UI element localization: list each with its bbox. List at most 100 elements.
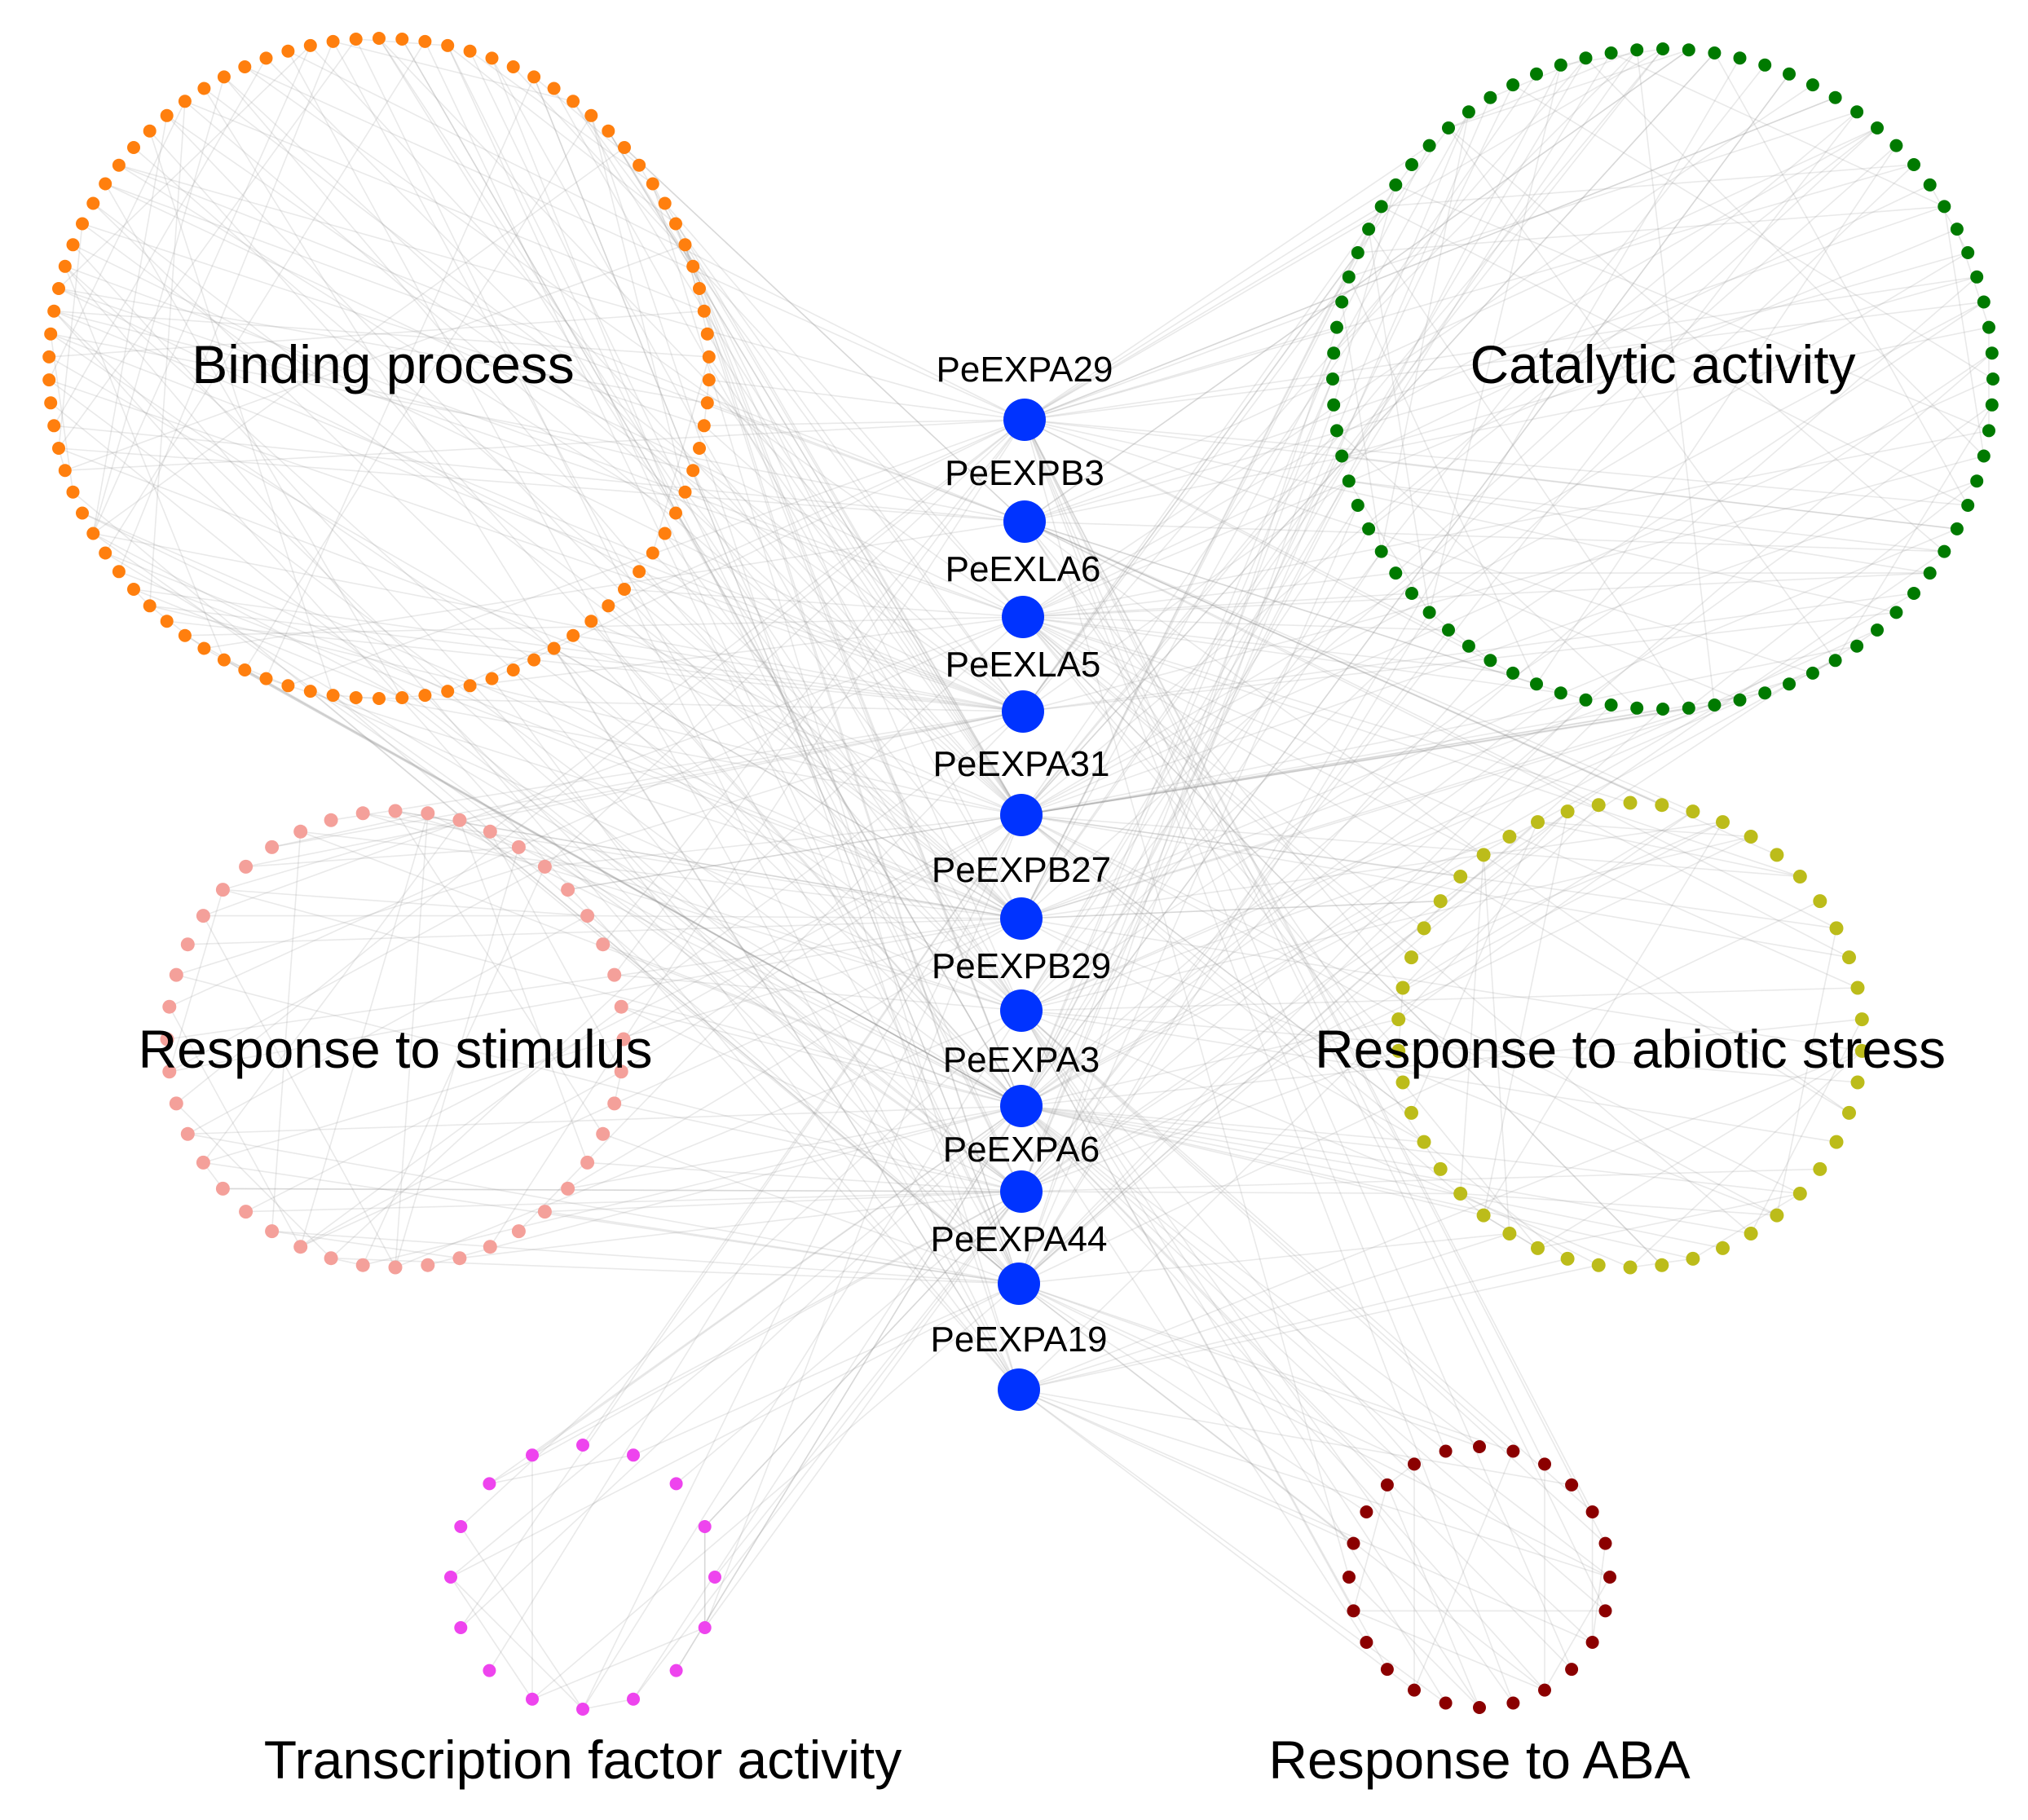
term-node: [567, 628, 580, 642]
network-edge: [1021, 704, 1611, 919]
network-edge: [169, 1006, 302, 1248]
term-node: [1433, 1161, 1448, 1176]
network-edge: [203, 88, 1020, 1390]
network-edge: [1018, 1258, 1568, 1390]
network-edge: [590, 620, 1022, 1107]
network-edge: [1021, 1191, 1461, 1195]
term-node: [76, 506, 89, 520]
network-edge: [704, 1191, 1022, 1527]
network-edge: [652, 183, 1022, 919]
term-node: [1362, 522, 1376, 535]
term-node: [99, 177, 112, 191]
term-node: [1579, 693, 1593, 707]
network-edge: [602, 419, 1025, 945]
network-edge: [1018, 1283, 1514, 1452]
network-edge: [614, 974, 1022, 1011]
network-edge: [1021, 1105, 1723, 1249]
network-edge: [223, 888, 588, 917]
network-edge: [544, 419, 1025, 867]
network-edge: [1021, 814, 1801, 878]
term-node: [1708, 698, 1722, 712]
gene-node-circle: [1000, 1085, 1043, 1127]
term-node: [1404, 950, 1418, 965]
term-node: [169, 967, 183, 982]
term-node: [463, 679, 477, 693]
term-node: [215, 883, 230, 897]
term-node: [86, 527, 100, 540]
network-edge: [1021, 707, 1638, 816]
network-edge: [652, 183, 1020, 1390]
network-edge: [1024, 521, 1404, 989]
network-edge: [92, 147, 625, 535]
network-edge: [692, 266, 1022, 1011]
network-edge: [378, 37, 677, 513]
network-edge: [149, 605, 1022, 816]
network-edge: [1024, 521, 1945, 553]
term-node: [1442, 624, 1455, 637]
term-node: [1360, 1505, 1373, 1518]
term-node: [526, 1448, 539, 1462]
term-node: [1565, 1663, 1579, 1677]
network-edge: [53, 311, 448, 692]
network-edge: [223, 659, 1022, 1107]
network-edge: [169, 889, 224, 1073]
gene-label: PeEXPA29: [937, 350, 1113, 390]
term-node: [1842, 950, 1856, 965]
term-node: [658, 196, 672, 210]
network-edge: [491, 58, 677, 513]
term-node: [697, 304, 711, 318]
network-edge: [1021, 1010, 1447, 1703]
network-edge: [176, 711, 1024, 976]
network-edge: [1022, 616, 1663, 1266]
gene-node-circle: [1000, 1170, 1043, 1213]
term-node: [506, 60, 520, 73]
term-node: [1439, 1696, 1453, 1710]
term-node: [1554, 686, 1567, 700]
network-edge: [187, 1105, 1022, 1135]
network-edge: [1022, 572, 1396, 618]
term-node: [1598, 1536, 1612, 1550]
gene-label: PeEXPB29: [932, 946, 1111, 986]
term-node: [1347, 1604, 1360, 1618]
network-edge: [1018, 1050, 1863, 1390]
network-edge: [187, 918, 1022, 945]
network-edge: [1021, 659, 1491, 1192]
gene-node-circle: [1000, 794, 1043, 836]
term-node: [388, 1260, 403, 1275]
network-edge: [1018, 699, 1587, 1285]
network-edge: [1024, 184, 1396, 421]
network-edge: [401, 38, 1022, 1107]
term-node: [452, 1251, 467, 1266]
network-edge: [245, 711, 1024, 868]
network-edge: [1021, 814, 1412, 1114]
network-edge: [1024, 521, 1837, 929]
network-edge: [602, 1133, 1020, 1285]
term-node: [303, 685, 317, 698]
gene-label: PeEXPA19: [931, 1320, 1108, 1359]
network-edge: [692, 469, 1022, 1192]
network-edge: [1448, 127, 1945, 553]
network-edge: [544, 814, 1022, 868]
network-edge: [1333, 49, 1638, 354]
term-node: [669, 1477, 683, 1491]
term-node: [1461, 105, 1475, 119]
term-node: [1476, 1208, 1491, 1223]
term-node: [418, 689, 432, 703]
term-node: [99, 546, 112, 560]
network-edge: [470, 51, 654, 185]
term-node: [1923, 566, 1937, 580]
network-edge: [1018, 708, 1664, 1285]
network-edge: [104, 183, 1025, 522]
network-edge: [1024, 521, 1586, 701]
network-edge: [582, 814, 1022, 1446]
network-edge: [1022, 616, 1849, 1114]
network-edge: [1021, 64, 1766, 1011]
network-edge: [48, 379, 1024, 712]
term-node: [702, 350, 716, 364]
term-node: [1453, 870, 1468, 884]
term-node: [1604, 698, 1618, 712]
term-node: [1326, 372, 1339, 386]
network-edge: [395, 813, 429, 1268]
term-node: [395, 33, 409, 46]
term-node: [1380, 1663, 1394, 1677]
